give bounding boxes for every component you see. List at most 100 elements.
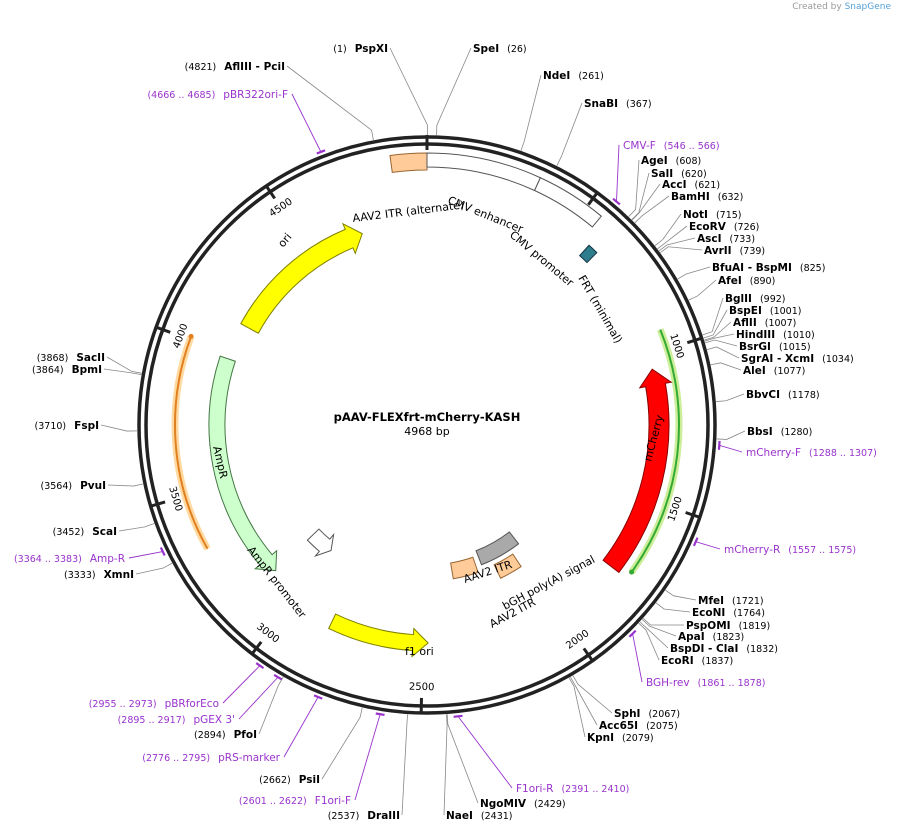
leader-afei [688, 279, 717, 301]
site-pos: (825) [800, 263, 826, 274]
leader-ecori [638, 622, 660, 661]
site-name: NgoMIV [480, 798, 527, 810]
primer-range: (2895 .. 2917) [118, 715, 186, 726]
site-name: Acc65I [599, 720, 638, 732]
tick-1500 [685, 511, 701, 519]
site-name: AscI [697, 233, 722, 245]
site-pos: (715) [716, 210, 742, 221]
primer-leader-f1ori-f [354, 714, 381, 801]
leader-asci [658, 237, 696, 252]
primer-label-pgex-3: (2895 .. 2917) pGEX 3' [118, 714, 235, 726]
feature-f1-ori-8 [327, 613, 429, 658]
primer-leader-prs-marker [283, 696, 319, 758]
site-label-noti: NotI(715) [683, 209, 741, 221]
site-pos: (1178) [788, 390, 820, 401]
site-label-alei: AleI(1077) [743, 365, 805, 377]
site-pos: (1010) [783, 330, 815, 341]
site-label-bspei: BspEI(1001) [729, 305, 801, 317]
site-label-mfei: MfeI (1721) [698, 595, 764, 607]
site-name: BamHI [671, 191, 710, 203]
feature-cmv-enhancer-1 [426, 152, 542, 192]
leader-pspomi [642, 618, 685, 626]
primer-leader-amp-r [128, 551, 163, 559]
tick-2000 [582, 647, 594, 662]
site-pos: (3710) [35, 421, 67, 432]
primer-range: (2776 .. 2795) [142, 753, 210, 764]
primer-range: (1861 .. 1878) [698, 678, 766, 689]
site-pos: (1721) [732, 596, 764, 607]
site-label-hindiii: HindIII(1010) [736, 329, 815, 341]
primer-mark-f1ori-f [375, 712, 385, 716]
site-name: NaeI [446, 810, 473, 822]
primer-leader-pgex-3 [238, 676, 279, 720]
site-name: MfeI [698, 595, 724, 607]
primer-name: mCherry-F [746, 447, 801, 459]
leader-psii [321, 707, 363, 780]
site-label-bsrgi: BsrGI (1015) [739, 341, 811, 353]
plasmid-name: pAAV-FLEXfrt-mCherry-KASH [334, 410, 521, 424]
site-label-pspomi: PspOMI(1819) [686, 620, 770, 632]
primer-name: pGEX 3' [193, 714, 235, 726]
site-label-ngomiv: NgoMIV (2429) [480, 798, 566, 810]
site-pos: (26) [507, 44, 527, 55]
primer-label-prs-marker: (2776 .. 2795)pRS-marker [142, 752, 280, 764]
leader-xmni [135, 562, 173, 575]
site-name: DraIII [367, 810, 400, 822]
primer-label-amp-r: (3364 .. 3383)Amp-R [14, 553, 125, 565]
site-label-bspdi-clai: BspDI - ClaI(1832) [670, 643, 778, 655]
site-pos: (1015) [779, 342, 811, 353]
site-pos: (3864) [32, 365, 64, 376]
site-pos: (1764) [733, 608, 765, 619]
site-label-naei: NaeI(2431) [446, 810, 513, 822]
site-label-sali: SalI(620) [651, 168, 707, 180]
site-pos: (890) [750, 276, 776, 287]
site-name: ScaI [92, 526, 117, 538]
site-name: BbsI [747, 426, 773, 438]
site-label-bglii: BglII(992) [725, 293, 785, 305]
site-label-sgrai-xcmi: SgrAI - XcmI(1034) [741, 353, 854, 365]
leader-noti [654, 213, 682, 247]
primer-name: CMV-F [623, 140, 656, 152]
site-name: NdeI [543, 70, 570, 82]
feature-ori-11 [240, 222, 363, 334]
feature-label-f1-ori-8: f1 ori [405, 645, 434, 658]
site-pos: (2075) [646, 721, 678, 732]
site-label-pvui: (3564)PvuI [40, 480, 106, 492]
site-pos: (2662) [259, 775, 291, 786]
site-name: BsrGI [739, 341, 771, 353]
site-label-ndei: NdeI(261) [543, 70, 604, 82]
site-label-fspi: (3710)FspI [35, 420, 99, 432]
site-label-snabi: SnaBI(367) [584, 98, 652, 110]
feature-aav2-itr-alternate-0 [389, 152, 428, 173]
site-pos: (2079) [622, 733, 654, 744]
site-label-bbsi: BbsI(1280) [747, 426, 812, 438]
site-pos: (3452) [53, 527, 85, 538]
site-pos: (726) [734, 222, 760, 233]
leader-sgrai-xcmi [706, 346, 740, 359]
site-pos: (1837) [702, 656, 734, 667]
primer-label-f1ori-f: (2601 .. 2622)F1ori-F [239, 795, 351, 807]
primer-mark-pgex-3 [273, 674, 283, 681]
leader-hindiii [704, 333, 735, 342]
leader-draiii [401, 714, 408, 816]
site-pos: (2537) [328, 811, 360, 822]
feature-aav2-itr-7 [493, 553, 522, 579]
plasmid-length: 4968 bp [404, 425, 449, 438]
primer-label-f1ori-r: F1ori-R(2391 .. 2410) [516, 783, 629, 795]
tick-1000 [686, 336, 703, 345]
primer-range: (2391 .. 2410) [561, 784, 629, 795]
site-label-pspxi: (1)PspXI [333, 43, 388, 55]
feature-cmv-promoter-2 [533, 177, 603, 228]
site-pos: (2429) [534, 799, 566, 810]
site-pos: (621) [694, 180, 720, 191]
site-pos: (620) [681, 169, 707, 180]
site-pos: (1007) [765, 318, 797, 329]
site-name: PsiI [299, 774, 320, 786]
leader-bamhi [634, 195, 670, 224]
site-name: SgrAI - XcmI [741, 353, 814, 365]
site-label-bamhi: BamHI(632) [671, 191, 743, 203]
primer-name: pBR322ori-F [223, 89, 288, 101]
leader-scai [118, 523, 155, 532]
